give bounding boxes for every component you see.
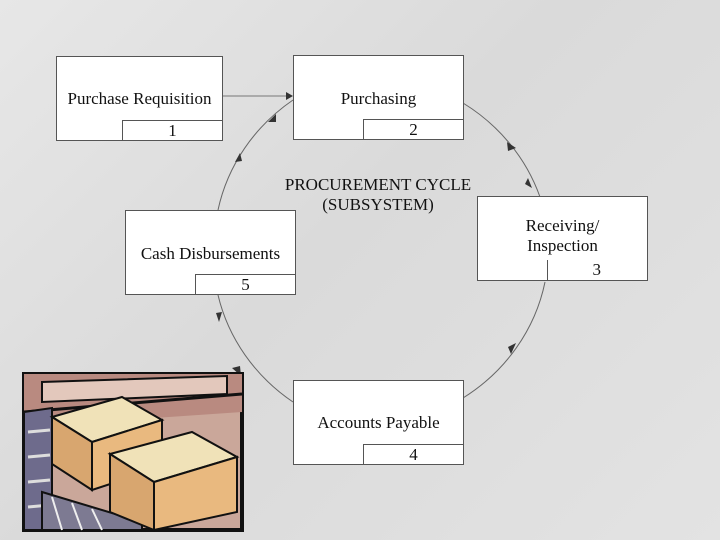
center-title-line2: (SUBSYSTEM) (322, 195, 434, 214)
box-accounts-payable: Accounts Payable 4 (293, 380, 464, 465)
arrow-head (235, 153, 242, 162)
box-number: 4 (363, 444, 464, 465)
arc-purchasing-to-receiving (462, 102, 541, 198)
box-label: Cash Disbursements (140, 244, 281, 263)
box-cash-disbursements: Cash Disbursements 5 (125, 210, 296, 295)
arrow-head (525, 178, 532, 188)
box-label: Receiving/ Inspection (478, 216, 647, 256)
arrow-head (508, 343, 516, 354)
arc-receiving-to-payable (462, 281, 546, 399)
box-label: Purchase Requisition (67, 89, 212, 108)
center-title-line1: PROCUREMENT CYCLE (284, 175, 472, 194)
box-label: Accounts Payable (317, 413, 440, 432)
center-title: PROCUREMENT CYCLE (SUBSYSTEM) (268, 175, 488, 215)
box-number: 1 (122, 120, 223, 141)
box-number: 3 (547, 260, 648, 281)
arrow-head (507, 142, 516, 151)
box-label: Purchasing (340, 89, 417, 108)
arc-payable-to-cash (217, 294, 294, 403)
box-label-line2: Inspection (527, 236, 598, 255)
box-number: 5 (195, 274, 296, 295)
box-purchase-requisition: Purchase Requisition 1 (56, 56, 223, 141)
arrow-head (268, 114, 276, 122)
arrow-head (216, 312, 222, 322)
box-receiving-inspection: Receiving/ Inspection 3 (477, 196, 648, 281)
warehouse-boxes-icon (22, 372, 244, 532)
box-number: 2 (363, 119, 464, 140)
arc-cash-to-purchasing (217, 99, 294, 211)
box-purchasing: Purchasing 2 (293, 55, 464, 140)
box-label-line1: Receiving/ (525, 216, 600, 235)
